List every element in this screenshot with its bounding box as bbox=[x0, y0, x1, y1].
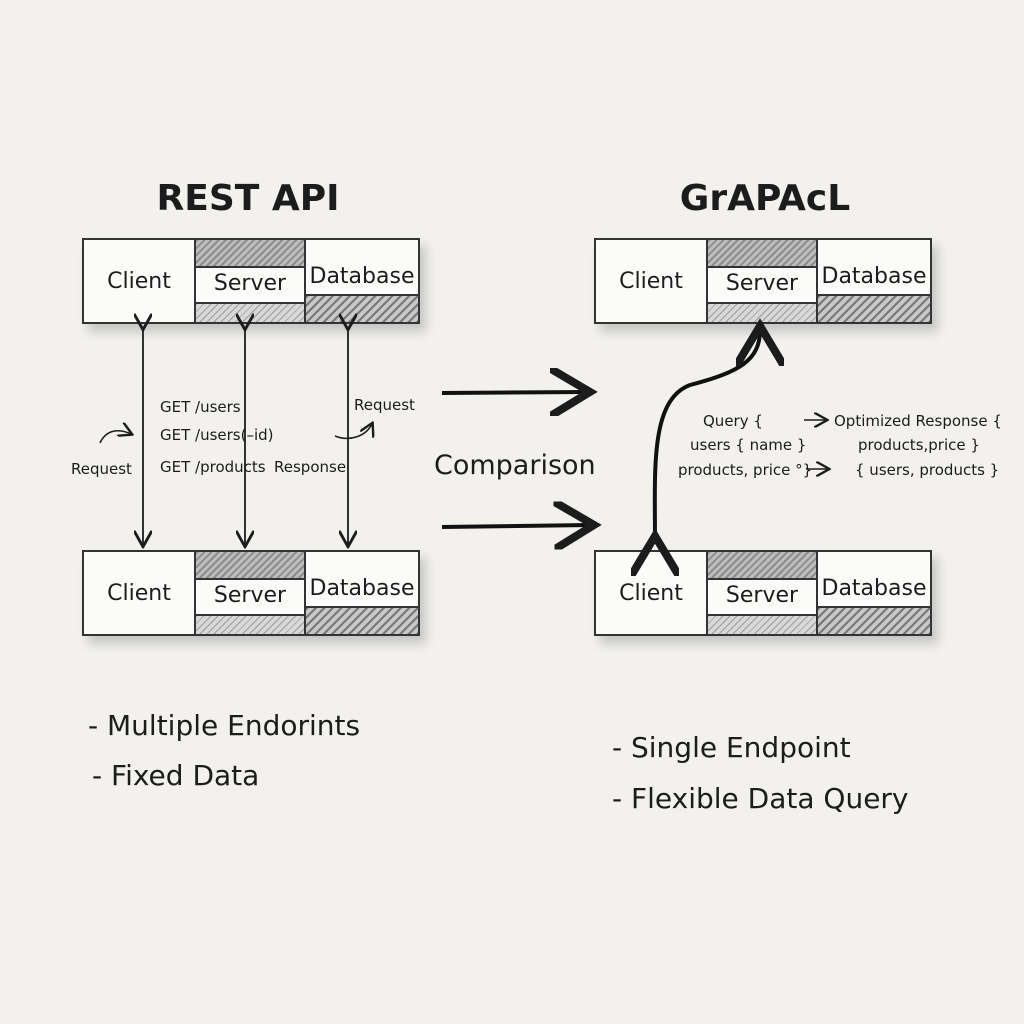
graphql-bullet-2: - Flexible Data Query bbox=[612, 782, 909, 815]
graphql-top-database: Database bbox=[818, 240, 930, 322]
rest-request-left: Request bbox=[71, 460, 132, 478]
graphql-top-server: Server bbox=[708, 240, 818, 322]
rest-top-server: Server bbox=[196, 240, 306, 322]
graphql-response-line-3: { users, products } bbox=[855, 461, 1000, 479]
rest-request-right: Request bbox=[354, 396, 415, 414]
rest-bullet-2: - Fixed Data bbox=[92, 759, 260, 792]
graphql-response-line-1: Optimized Response { bbox=[834, 412, 1002, 430]
graphql-bullet-1: - Single Endpoint bbox=[612, 731, 851, 764]
rest-endpoint-3: GET /products bbox=[160, 458, 266, 476]
rest-top-database: Database bbox=[306, 240, 418, 322]
graphql-curved-arrow bbox=[655, 330, 760, 540]
graphql-bottom-database: Database bbox=[818, 552, 930, 634]
graphql-title: GrAPAcL bbox=[679, 178, 851, 219]
request-right-curl bbox=[334, 424, 372, 440]
rest-api-title: REST API bbox=[156, 178, 340, 219]
rest-bottom-stack: Client Server Database bbox=[82, 550, 420, 636]
graphql-top-client: Client bbox=[596, 240, 708, 322]
rest-top-stack: Client Server Database bbox=[82, 238, 420, 324]
comparison-arrow-bottom bbox=[441, 525, 590, 527]
graphql-top-stack: Client Server Database bbox=[594, 238, 932, 324]
graphql-query-line-1: Query { bbox=[703, 412, 763, 430]
rest-bottom-database: Database bbox=[306, 552, 418, 634]
rest-bottom-client: Client bbox=[84, 552, 196, 634]
rest-bottom-server: Server bbox=[196, 552, 306, 634]
graphql-query-line-3: products, price °} bbox=[678, 461, 813, 479]
rest-bullet-1: - Multiple Endorints bbox=[88, 709, 361, 742]
comparison-label: Comparison bbox=[434, 450, 596, 481]
graphql-response-line-2: products,price } bbox=[858, 436, 980, 454]
request-left-curl bbox=[99, 431, 131, 444]
rest-endpoint-2: GET /users(–id) bbox=[160, 426, 274, 444]
rest-top-client: Client bbox=[84, 240, 196, 322]
rest-endpoint-1: GET /users bbox=[160, 398, 241, 416]
graphql-bottom-client: Client bbox=[596, 552, 708, 634]
rest-response: Response bbox=[274, 458, 347, 476]
comparison-arrow-top bbox=[441, 392, 586, 393]
graphql-query-line-2: users { name } bbox=[690, 436, 807, 454]
